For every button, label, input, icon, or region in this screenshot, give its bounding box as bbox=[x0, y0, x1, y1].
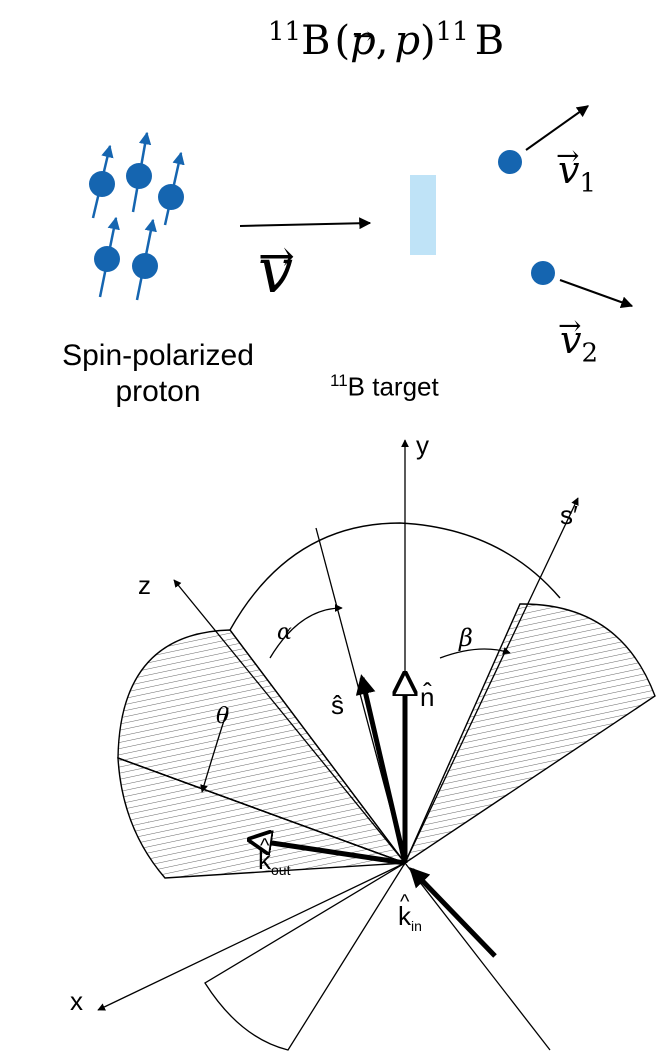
s-hat-label: ŝ bbox=[331, 690, 344, 720]
paren-open: ( bbox=[334, 18, 351, 64]
projectile-symbol: p→ bbox=[350, 18, 376, 64]
mass-number-post: 11 bbox=[435, 17, 469, 47]
z-axis bbox=[173, 579, 406, 864]
velocity-arrow-1 bbox=[525, 105, 589, 151]
z-axis-label: z bbox=[138, 570, 151, 600]
proton-bunch bbox=[89, 131, 185, 301]
paren-close: ) bbox=[420, 18, 436, 64]
proton bbox=[94, 246, 120, 272]
vector-arrow: → bbox=[556, 139, 580, 172]
element-symbol-post: B bbox=[474, 18, 505, 64]
y-axis-label: y bbox=[416, 430, 429, 460]
k-in-vector bbox=[409, 867, 497, 958]
spin-geometry-diagram bbox=[97, 439, 656, 1051]
beta-arc bbox=[439, 647, 511, 659]
k-out-vector bbox=[252, 840, 406, 866]
element-symbol-pre: B bbox=[301, 18, 331, 64]
beam-velocity-arrow bbox=[239, 217, 372, 230]
proton bbox=[126, 163, 152, 189]
theta-label: θ bbox=[216, 704, 230, 729]
k-in-label: ^kin bbox=[398, 891, 422, 940]
proton bbox=[158, 184, 184, 210]
k-out-label: ^kout bbox=[258, 835, 291, 884]
velocity-label-1: v1 → bbox=[556, 139, 597, 206]
proton-label-line-2: proton bbox=[115, 375, 201, 408]
s-hat-vector bbox=[355, 674, 408, 864]
target-mass-number: 11 bbox=[330, 371, 348, 390]
velocity-subscript: 2 bbox=[581, 338, 599, 369]
k-in-hat: ^ bbox=[400, 891, 410, 913]
velocity-label-2: v2 → bbox=[558, 309, 599, 376]
s-prime-axis bbox=[404, 497, 579, 864]
beam-velocity-label: v → bbox=[258, 231, 295, 306]
sector-line bbox=[404, 862, 551, 1051]
vector-arrow: → bbox=[258, 231, 295, 282]
sector-line bbox=[117, 757, 406, 864]
vector-arrow: → bbox=[558, 309, 582, 342]
scattering-schematic bbox=[89, 105, 634, 308]
x-axis bbox=[97, 862, 406, 1011]
sector-line bbox=[229, 629, 406, 864]
proton bbox=[89, 171, 115, 197]
lower-wedge bbox=[204, 862, 406, 1051]
upper-arc bbox=[229, 522, 561, 631]
scattering-plane-right bbox=[403, 603, 656, 865]
n-hat-label: n̂ bbox=[420, 682, 435, 712]
k-out-hat: ^ bbox=[260, 835, 270, 857]
mass-number-pre: 11 bbox=[268, 17, 302, 47]
outgoing-proton-1 bbox=[498, 150, 522, 174]
ejectile-symbol: p bbox=[394, 18, 421, 64]
alpha-arc bbox=[269, 604, 343, 659]
proton-label: Spin-polarized proton bbox=[30, 338, 286, 410]
outgoing-proton-2 bbox=[531, 261, 555, 285]
beta-label: β bbox=[459, 624, 473, 652]
k-out-subscript: out bbox=[271, 862, 291, 879]
scattering-plane-left bbox=[117, 629, 407, 865]
x-axis-label: x bbox=[70, 986, 83, 1016]
proton-label-line-1: Spin-polarized bbox=[62, 339, 254, 372]
target-label-text: B target bbox=[347, 371, 439, 402]
boron-target bbox=[410, 175, 436, 255]
velocity-subscript: 1 bbox=[579, 168, 597, 199]
scattering-plane-left-lower bbox=[117, 756, 406, 879]
theta-arc bbox=[200, 707, 229, 793]
alpha-label: α bbox=[277, 620, 292, 645]
k-in-subscript: in bbox=[411, 918, 422, 935]
vector-arrow: → bbox=[353, 22, 374, 50]
target-label: 11B target bbox=[330, 365, 439, 403]
proton bbox=[132, 253, 158, 279]
comma: , bbox=[375, 18, 389, 64]
s-prime-axis-label: s′ bbox=[560, 500, 578, 530]
velocity-arrow-2 bbox=[559, 279, 634, 308]
